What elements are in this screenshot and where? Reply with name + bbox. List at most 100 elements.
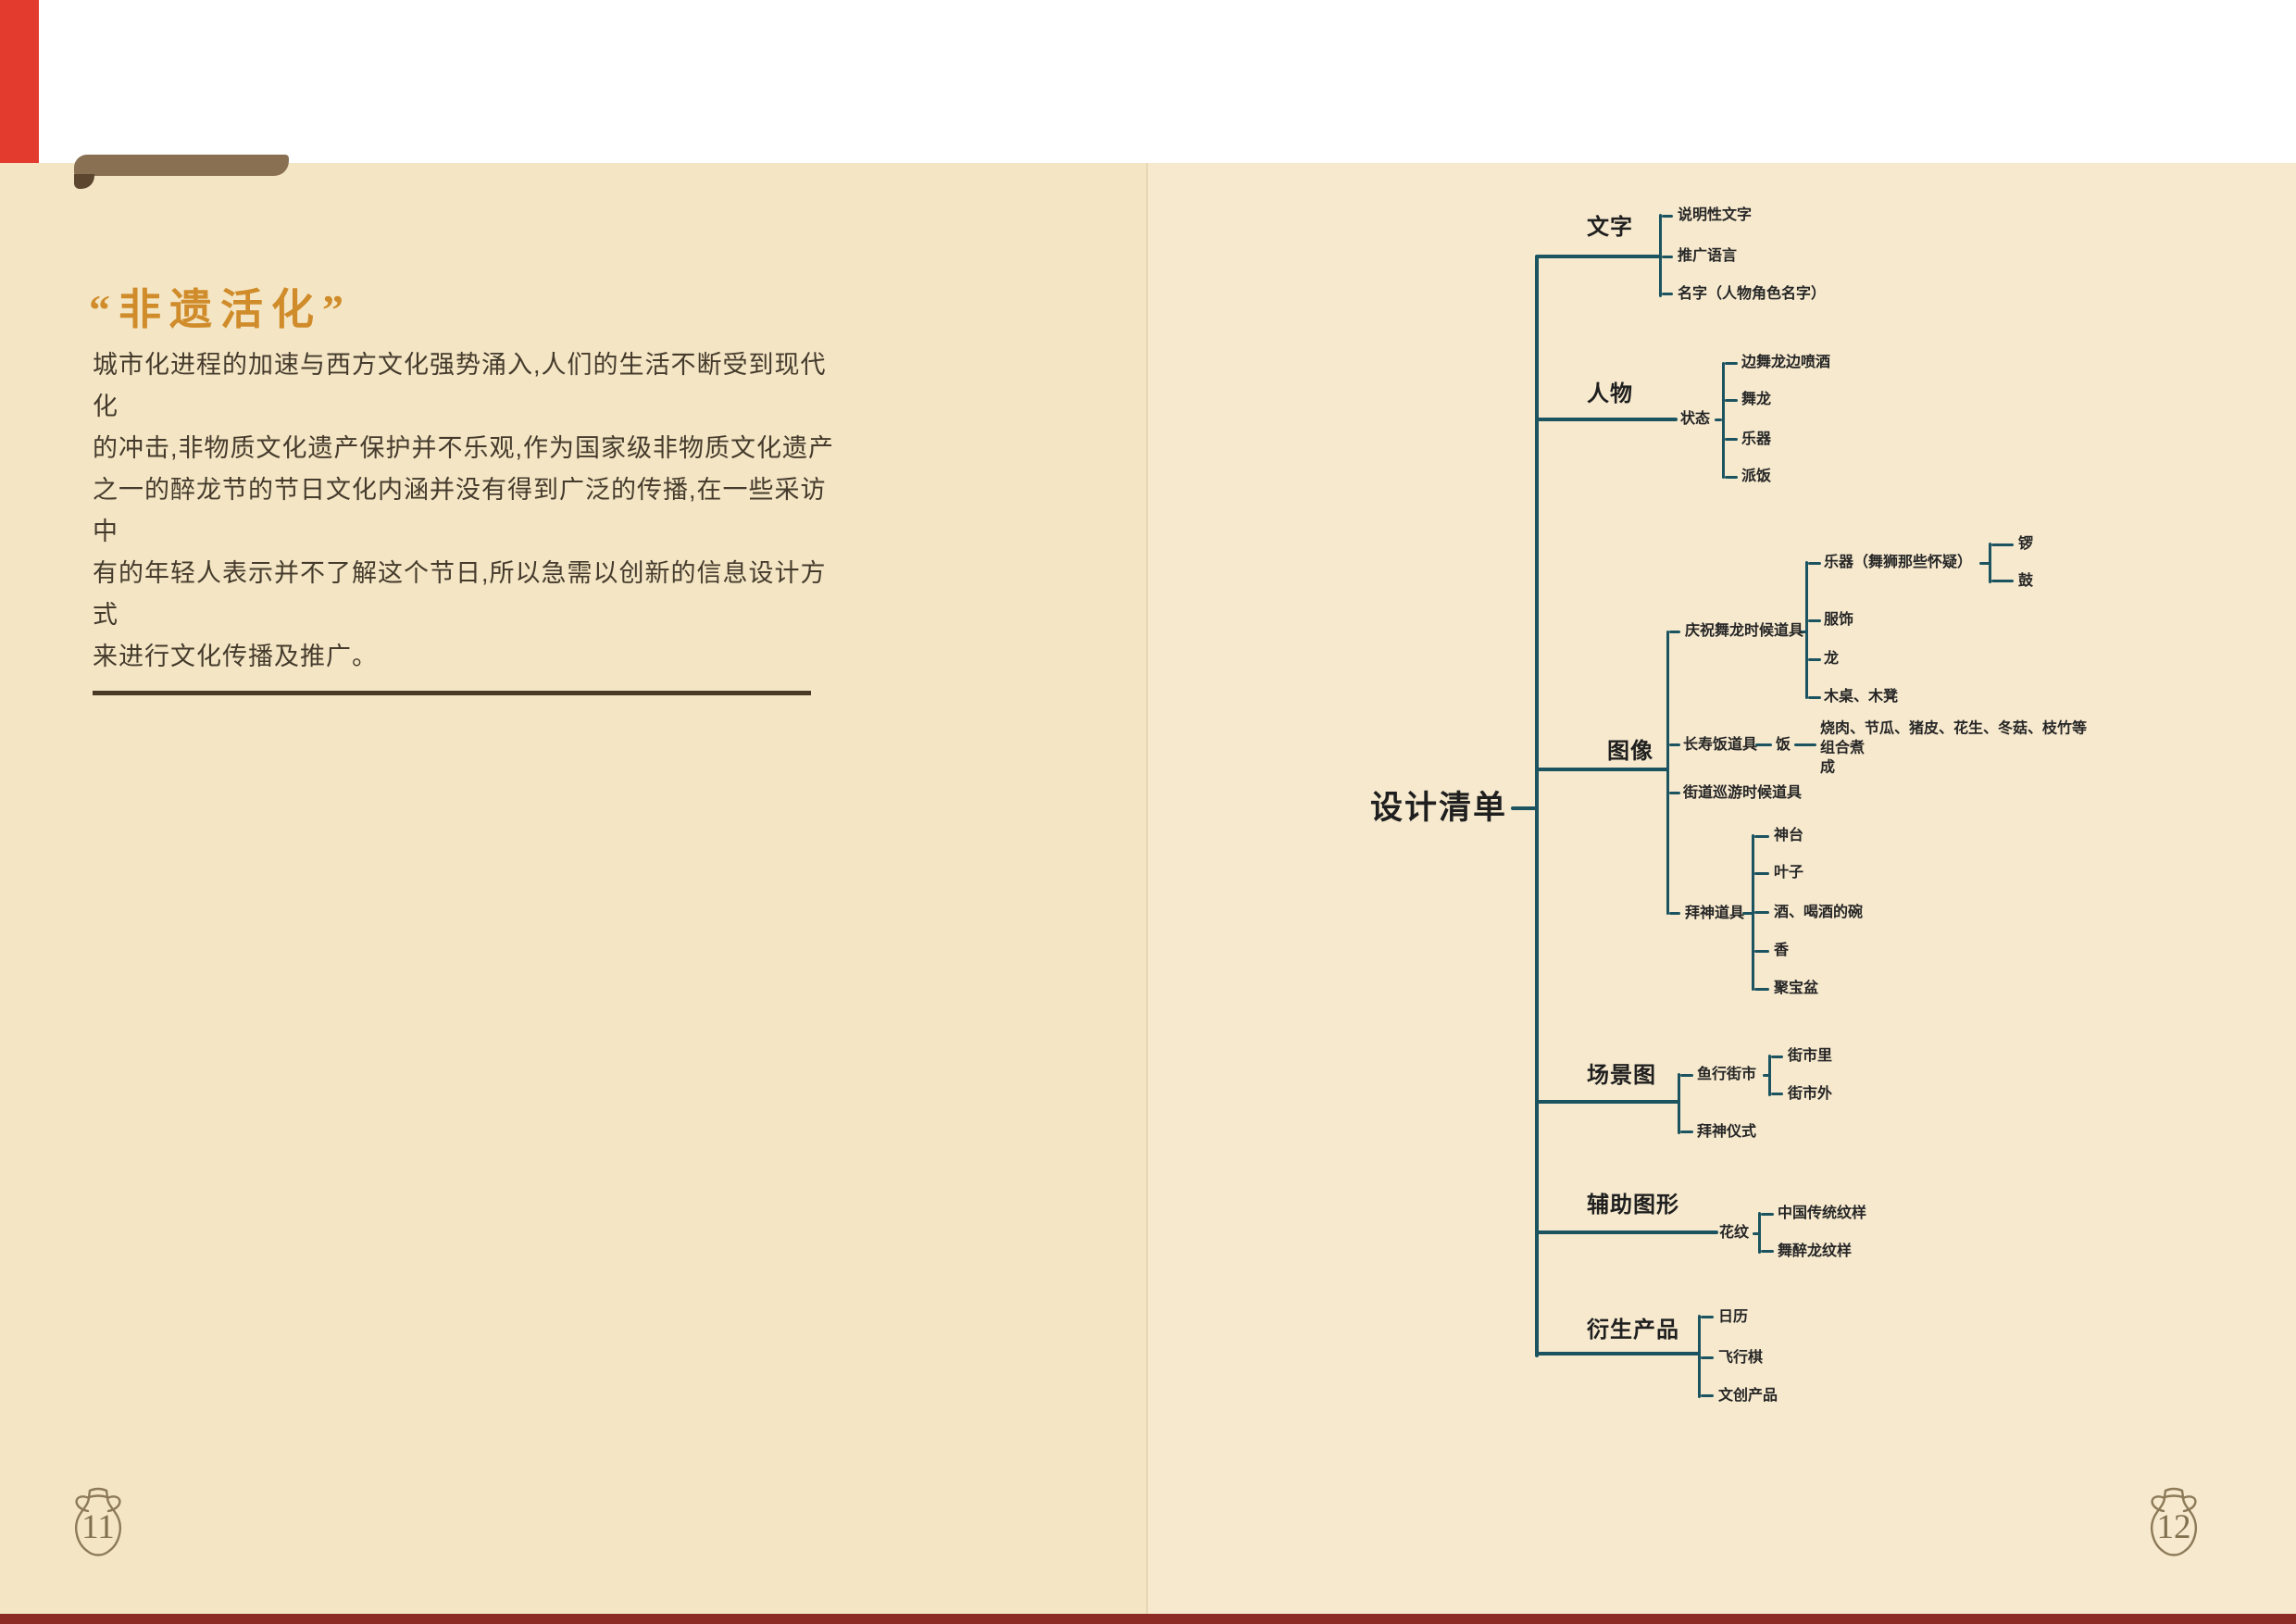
mindmap-line [1991, 543, 2014, 546]
mindmap-node: 拜神道具 [1685, 906, 1745, 921]
mindmap-line [1701, 1356, 1714, 1359]
mindmap-line [1680, 1074, 1693, 1077]
mindmap-node: 设计清单 [1370, 790, 1508, 827]
mindmap-line [1768, 1055, 1771, 1096]
page-title: “非遗活化” [89, 286, 352, 333]
mindmap-node: 舞醉龙纹样 [1778, 1243, 1853, 1259]
mindmap-node: 推广语言 [1678, 248, 1738, 264]
mindmap-node: 日历 [1718, 1309, 1749, 1325]
mindmap-node: 长寿饭道具 [1683, 737, 1758, 753]
mindmap-node: 木桌、木凳 [1824, 689, 1899, 705]
mindmap-line [1537, 255, 1661, 258]
mindmap-line [1701, 1394, 1714, 1397]
mindmap-node: 饭 [1776, 737, 1791, 753]
mindmap-node: 神台 [1774, 828, 1804, 843]
divider-rule [93, 691, 811, 695]
mindmap-line [1537, 1100, 1679, 1104]
mindmap-line [1761, 1250, 1774, 1253]
mindmap-line [1808, 696, 1821, 699]
mindmap-line [1991, 580, 2014, 582]
mindmap-node: 叶子 [1774, 865, 1804, 881]
mindmap-line [1725, 476, 1738, 479]
mindmap-line [1698, 1315, 1701, 1398]
mindmap-line [1761, 1213, 1774, 1216]
mindmap-line [1763, 1074, 1770, 1077]
mindmap-line [1722, 362, 1725, 479]
page-gutter [1146, 163, 1148, 1624]
page-number-text: 11 [81, 1507, 115, 1546]
mindmap-line [1680, 1131, 1693, 1133]
mindmap-node: 街道巡游时候道具 [1683, 785, 1803, 801]
mindmap-line [1808, 562, 1821, 565]
mindmap-node: 庆祝舞龙时候道具 [1685, 623, 1804, 639]
mindmap-line [1754, 950, 1769, 953]
mindmap-line [1794, 743, 1816, 746]
mindmap-line [1669, 792, 1680, 794]
mindmap-node: 鼓 [2018, 573, 2034, 589]
mindmap-line [1989, 543, 1991, 583]
mindmap-line [1754, 872, 1769, 875]
mindmap-line [1771, 1093, 1783, 1095]
mindmap-line [1701, 1316, 1714, 1318]
mindmap-node: 香 [1774, 943, 1790, 958]
ribbon-tab [74, 155, 289, 176]
mindmap-line [1715, 418, 1722, 421]
mindmap-line [1669, 743, 1680, 746]
mindmap-line [1979, 562, 1990, 565]
mindmap-node: 乐器 [1741, 431, 1772, 447]
mindmap-line [1754, 988, 1769, 991]
top-white-band [0, 0, 2296, 163]
mindmap-line [1754, 911, 1769, 914]
page-number-text: 12 [2156, 1507, 2191, 1546]
vase-icon [2151, 1487, 2197, 1556]
mindmap-node: 聚宝盆 [1774, 981, 1819, 996]
mindmap-line [1725, 399, 1738, 402]
mindmap-line [1662, 293, 1673, 295]
mindmap-node: 人物 [1587, 381, 1633, 406]
mindmap-node: 派饭 [1741, 468, 1772, 484]
mindmap-node: 锣 [2018, 536, 2034, 552]
mindmap-line [1808, 658, 1821, 661]
mindmap-node: 服饰 [1824, 612, 1854, 628]
mindmap-line [1808, 619, 1821, 622]
mindmap-line [1662, 256, 1673, 258]
mindmap-line [1669, 912, 1680, 915]
mindmap-node: 烧肉、节瓜、猪皮、花生、冬菇、枝竹等组合煮 成 [1820, 720, 2088, 776]
mindmap-line [1742, 912, 1753, 915]
page-number-left: 11 [69, 1485, 128, 1561]
mindmap-node: 飞行棋 [1718, 1350, 1764, 1366]
mindmap-node: 花纹 [1719, 1225, 1750, 1241]
mindmap-node: 龙 [1824, 651, 1840, 667]
mindmap-line [1537, 1230, 1718, 1234]
page-number-right: 12 [2144, 1485, 2203, 1561]
mindmap-node: 边舞龙边喷酒 [1741, 355, 1831, 370]
mindmap-line [1771, 1056, 1783, 1058]
mindmap-line [1511, 806, 1537, 810]
mindmap-node: 中国传统纹样 [1778, 1206, 1867, 1221]
mindmap-line [1537, 1352, 1700, 1355]
mindmap-line [1666, 631, 1669, 915]
mindmap-line [1752, 834, 1754, 991]
mindmap-node: 鱼行街市 [1697, 1067, 1757, 1082]
mindmap-line [1753, 1232, 1760, 1235]
mindmap-line [1537, 768, 1668, 771]
mindmap-node: 衍生产品 [1587, 1318, 1679, 1343]
mindmap-line [1669, 631, 1680, 633]
mindmap-line [1659, 214, 1662, 297]
mindmap-node: 乐器（舞狮那些怀疑） [1824, 555, 1973, 570]
mindmap-line [1800, 631, 1807, 633]
vase-icon [75, 1487, 121, 1556]
mindmap-line [1755, 743, 1772, 746]
mindmap-node: 名字（人物角色名字） [1678, 286, 1827, 302]
mindmap-node: 街市里 [1788, 1048, 1833, 1064]
red-corner-mark [0, 0, 39, 163]
mindmap-line [1535, 255, 1539, 1357]
mindmap-node: 街市外 [1788, 1086, 1833, 1102]
mindmap-node: 酒、喝酒的碗 [1774, 905, 1864, 920]
mindmap-node: 文创产品 [1718, 1388, 1778, 1404]
mindmap-node: 舞龙 [1741, 392, 1772, 407]
mindmap-line [1662, 215, 1673, 218]
mindmap-node: 场景图 [1587, 1063, 1656, 1088]
bottom-red-strip [0, 1614, 2296, 1624]
